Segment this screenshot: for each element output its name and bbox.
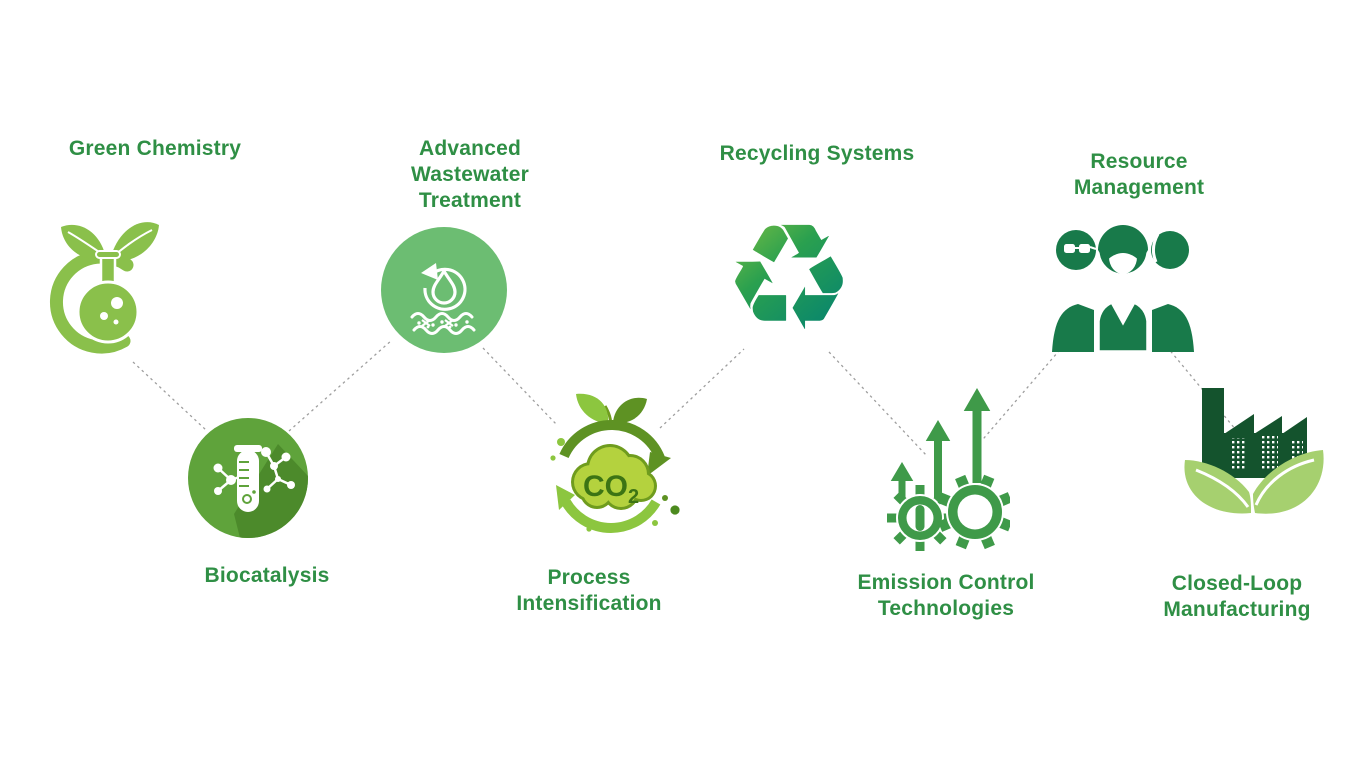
arrowhead — [421, 263, 438, 280]
people-group-icon — [1052, 223, 1194, 352]
water-drop-waves-icon — [381, 227, 507, 353]
cycle-arrow-top — [559, 420, 665, 460]
test-tube-molecule-icon — [188, 418, 308, 538]
particles-x — [421, 319, 454, 327]
connector-line — [288, 339, 393, 432]
test-tube — [234, 445, 262, 512]
particles — [417, 320, 469, 329]
cycle-arrow-bottom — [561, 499, 661, 533]
leaf — [613, 397, 647, 423]
person-right — [1151, 231, 1194, 352]
flask-leaf-icon — [49, 222, 159, 354]
cradle-leaves — [1184, 450, 1324, 514]
node-label: Process Intensification — [516, 566, 662, 615]
node-label: Biocatalysis — [204, 564, 330, 587]
leaf — [1253, 450, 1324, 514]
person-center — [1096, 223, 1150, 352]
factory-on-leaves-icon — [1184, 388, 1324, 514]
molecule-nodes — [213, 447, 295, 495]
dots — [550, 438, 680, 532]
flask — [76, 250, 140, 344]
recycling-arrows-icon: ♻ — [703, 203, 875, 353]
person-left — [1052, 230, 1097, 352]
node-label: Emission Control Technologies — [857, 571, 1035, 620]
node-label: Resource Management — [1073, 150, 1205, 199]
node-label: Closed-Loop Manufacturing — [1163, 572, 1311, 621]
connector-line — [1162, 341, 1237, 431]
co2-cloud-cycle-icon: CO2 — [550, 393, 680, 533]
leaf — [576, 393, 609, 424]
node-label: Advanced Wastewater Treatment — [411, 137, 529, 212]
co2-cloud: CO2 — [571, 444, 657, 510]
gear-small — [887, 485, 953, 551]
connector-line — [132, 361, 207, 431]
node-label: Green Chemistry — [68, 137, 242, 160]
connector-line — [971, 337, 1071, 453]
recycle-drop — [423, 267, 467, 311]
waves — [410, 312, 476, 335]
node-label: Recycling Systems — [719, 142, 915, 165]
svg-text:CO2: CO2 — [583, 470, 639, 508]
gears-rising-arrows-icon — [887, 383, 1010, 551]
gear-large — [937, 474, 1010, 550]
connector-line — [659, 348, 745, 429]
